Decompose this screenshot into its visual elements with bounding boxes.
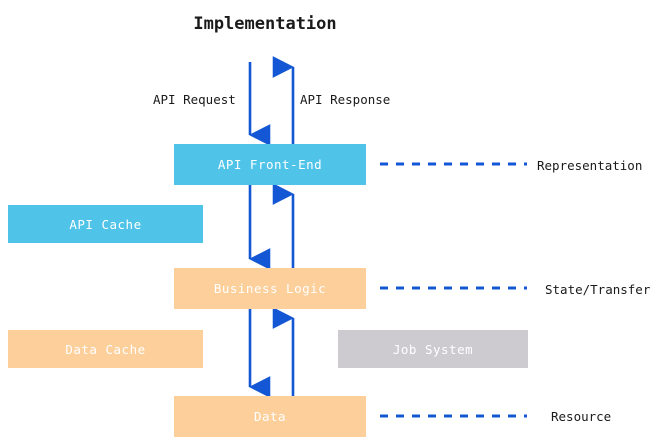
side-label-resource: Resource	[551, 409, 612, 424]
arrow-label-api-request: API Request	[153, 92, 236, 107]
node-data-cache[interactable]: Data Cache	[8, 330, 203, 368]
page-title: Implementation	[193, 14, 337, 34]
dashed-connectors	[380, 162, 527, 418]
side-label-representation: Representation	[537, 158, 643, 173]
node-job-system[interactable]: Job System	[338, 330, 528, 368]
node-data[interactable]: Data	[174, 396, 366, 437]
side-label-state-transfer: State/Transfer	[545, 282, 651, 297]
arrow-label-api-response: API Response	[300, 92, 391, 107]
node-api-cache[interactable]: API Cache	[8, 205, 203, 243]
node-business-logic[interactable]: Business Logic	[174, 268, 366, 309]
flow-arrows	[248, 56, 295, 398]
node-api-front-end[interactable]: API Front-End	[174, 144, 366, 185]
